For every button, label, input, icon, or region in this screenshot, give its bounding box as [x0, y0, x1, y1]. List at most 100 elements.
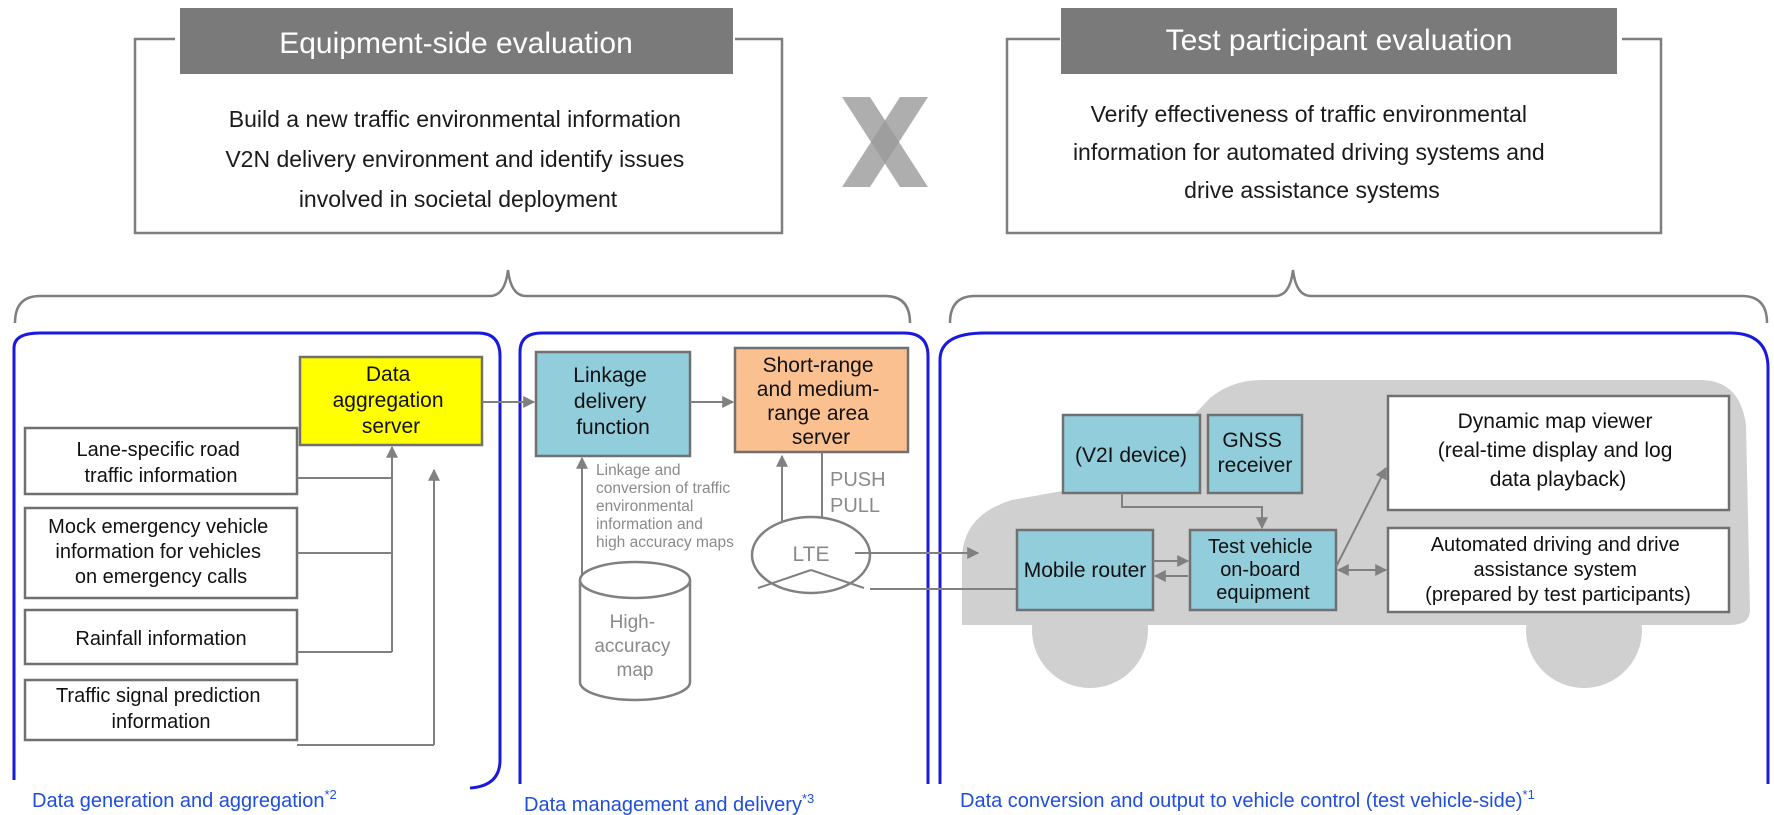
- participant-evaluation-line: information for automated driving system…: [1073, 139, 1545, 165]
- gnss-receiver-node: GNSS receiver: [1206, 413, 1304, 495]
- source-connectors: [297, 396, 536, 746]
- map-viewer-line: Dynamic map viewer: [1458, 410, 1653, 433]
- v2i-device-node: (V2I device): [1061, 413, 1202, 495]
- mobile-router-node: Mobile router: [1015, 528, 1155, 612]
- map-db-line: accuracy: [594, 636, 671, 657]
- emergency-info-line: on emergency calls: [75, 566, 247, 588]
- onboard-equipment-node: Test vehicle on-board equipment: [1188, 528, 1338, 612]
- linkage-note-line: high accuracy maps: [596, 534, 734, 551]
- participant-evaluation-line: drive assistance systems: [1184, 177, 1440, 203]
- area-server-line: Short-range: [763, 354, 874, 377]
- area-server-line: range area: [767, 402, 869, 425]
- v2i-device-label: (V2I device): [1075, 444, 1187, 467]
- cross-icon: [842, 97, 928, 187]
- emergency-info-line: information for vehicles: [55, 541, 261, 563]
- driving-system-line: (prepared by test participants): [1425, 584, 1691, 606]
- svg-text:Short-range and medium-: Short-range and medium- range area serve…: [757, 354, 885, 449]
- aggregation-server-line: server: [362, 415, 420, 438]
- signal-info-node: Traffic signal prediction information: [23, 678, 299, 742]
- section-label-delivery-text: Data management and delivery: [524, 794, 802, 815]
- map-viewer-line: data playback): [1490, 468, 1627, 491]
- linkage-note-line: environmental: [596, 498, 693, 515]
- svg-text:GNSS receiver: GNSS receiver: [1218, 429, 1293, 477]
- section-frame-generation: [12, 331, 502, 790]
- linkage-delivery-node: Linkage delivery function: [534, 350, 692, 458]
- equipment-evaluation-line: involved in societal deployment: [299, 186, 618, 212]
- signal-info-line: Traffic signal prediction: [56, 685, 261, 707]
- map-db-line: map: [617, 660, 654, 681]
- section-note-conversion: *1: [1523, 787, 1535, 802]
- svg-text:Automated driving and drive: Automated driving and drive assistance s…: [1425, 534, 1691, 606]
- high-accuracy-map-database: High- accuracy map: [578, 560, 692, 702]
- onboard-equipment-line: Test vehicle: [1208, 536, 1313, 558]
- lte-antenna-icon: LTE: [750, 515, 872, 595]
- brace-equipment: [13, 269, 912, 324]
- svg-text:Traffic signal prediction: Traffic signal prediction information: [56, 685, 266, 733]
- section-frame-delivery: [518, 331, 930, 784]
- lane-info-line: Lane-specific road: [77, 439, 240, 461]
- linkage-delivery-line: delivery: [574, 390, 647, 413]
- driving-system-line: assistance system: [1474, 559, 1637, 581]
- gnss-receiver-line: GNSS: [1222, 429, 1282, 452]
- section-frame-conversion: [938, 331, 1770, 784]
- equipment-evaluation-line: V2N delivery environment and identify is…: [225, 146, 684, 172]
- linkage-delivery-line: Linkage: [573, 364, 647, 387]
- linkage-note-line: information and: [596, 516, 703, 533]
- brace-participant: [948, 269, 1769, 324]
- vehicle-connectors: [1121, 466, 1388, 582]
- section-label-generation: Data generation and aggregation*2: [32, 787, 337, 812]
- section-note-generation: *2: [324, 787, 336, 802]
- participant-evaluation-line: Verify effectiveness of traffic environm…: [1091, 101, 1527, 127]
- area-server-line: and medium-: [757, 378, 880, 401]
- equipment-evaluation-box: Equipment-side evaluation Build a new tr…: [133, 8, 784, 235]
- linkage-note-line: conversion of traffic: [596, 480, 730, 497]
- section-note-delivery: *3: [802, 791, 814, 806]
- participant-evaluation-title-bar: [1061, 8, 1617, 74]
- rainfall-info-node: Rainfall information: [23, 608, 299, 666]
- linkage-delivery-line: function: [576, 416, 650, 439]
- svg-text:Data aggregation s: Data aggregation server: [333, 363, 450, 438]
- svg-text:Lane-specific road traff: Lane-specific road traffic information: [77, 439, 246, 487]
- area-server-node: Short-range and medium- range area serve…: [733, 346, 910, 454]
- svg-text:High- accuracy map: High- accuracy map: [594, 612, 675, 681]
- gnss-receiver-line: receiver: [1218, 454, 1293, 477]
- map-db-line: High-: [610, 612, 655, 633]
- emergency-info-line: Mock emergency vehicle: [48, 516, 268, 538]
- lte-label: LTE: [793, 543, 830, 566]
- onboard-equipment-line: equipment: [1216, 582, 1310, 604]
- svg-text:PUSH PULL: PUSH PULL: [830, 469, 891, 517]
- svg-text:Verify effectiveness of traffi: Verify effectiveness of traffic environm…: [1073, 101, 1551, 203]
- svg-text:Linkage delivery f: Linkage delivery function: [573, 364, 652, 439]
- linkage-note-line: Linkage and: [596, 462, 680, 479]
- area-server-line: server: [792, 426, 850, 449]
- onboard-equipment-line: on-board: [1220, 559, 1300, 581]
- svg-text:Build a new traffic environmen: Build a new traffic environmental inform…: [225, 106, 690, 212]
- aggregation-server-line: aggregation: [333, 389, 444, 412]
- svg-text:Dynamic map viewer (real: Dynamic map viewer (real-time display an…: [1438, 410, 1678, 491]
- driving-system-line: Automated driving and drive: [1431, 534, 1680, 556]
- section-label-delivery: Data management and delivery*3: [524, 791, 814, 815]
- map-viewer-line: (real-time display and log: [1438, 439, 1673, 462]
- section-label-conversion: Data conversion and output to vehicle co…: [960, 787, 1535, 812]
- svg-text:Linkage and conversion of: Linkage and conversion of traffic enviro…: [596, 462, 734, 551]
- aggregation-server-node: Data aggregation server: [298, 355, 484, 447]
- rainfall-info-label: Rainfall information: [75, 628, 246, 650]
- svg-text:Test vehicle on-board: Test vehicle on-board equipment: [1208, 536, 1318, 604]
- signal-info-line: information: [112, 711, 211, 733]
- equipment-evaluation-title: Equipment-side evaluation: [279, 27, 633, 60]
- equipment-evaluation-title-bar: [180, 8, 733, 74]
- participant-evaluation-box: Test participant evaluation Verify effec…: [1005, 8, 1663, 235]
- participant-evaluation-title: Test participant evaluation: [1166, 24, 1513, 57]
- lane-info-node: Lane-specific road traffic information: [23, 426, 299, 496]
- dynamic-map-viewer-node: Dynamic map viewer (real-time display an…: [1386, 394, 1731, 512]
- mobile-router-label: Mobile router: [1024, 559, 1147, 582]
- driving-system-node: Automated driving and drive assistance s…: [1386, 526, 1731, 614]
- section-label-generation-text: Data generation and aggregation: [32, 790, 324, 812]
- section-label-conversion-text: Data conversion and output to vehicle co…: [960, 790, 1523, 812]
- emergency-info-node: Mock emergency vehicle information for v…: [23, 506, 299, 600]
- push-label: PUSH: [830, 469, 886, 491]
- pull-label: PULL: [830, 495, 880, 517]
- lane-info-line: traffic information: [84, 465, 237, 487]
- svg-text:Mock emergency vehicle i: Mock emergency vehicle information for v…: [48, 516, 274, 588]
- equipment-evaluation-line: Build a new traffic environmental inform…: [229, 106, 681, 132]
